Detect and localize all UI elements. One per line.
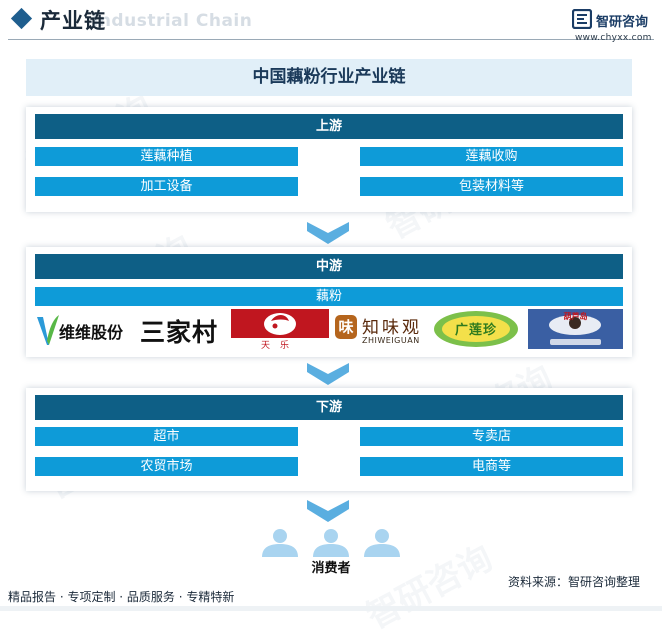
guangxin-brand-name: 广莲珍	[454, 323, 497, 338]
logo-mark-icon	[572, 9, 592, 29]
sanjia-brand-name: 三家村	[140, 318, 219, 347]
upstream-item: 加工设备	[35, 177, 298, 196]
sanjia-brand-logo: 三家村	[138, 309, 226, 349]
upstream-header: 上游	[35, 114, 623, 139]
tianle-emblem-icon	[231, 311, 329, 349]
header-divider	[8, 39, 654, 40]
portrait-emblem-icon	[528, 309, 623, 349]
downstream-item: 农贸市场	[35, 457, 298, 476]
downstream-panel: 下游 超市 专卖店 农贸市场 电商等	[26, 388, 632, 491]
logo-url: www.chyxx.com	[575, 33, 652, 43]
zhiwei-mark: 味	[335, 315, 357, 339]
down-arrow-icon	[307, 363, 349, 385]
weiwei-brand-logo: 维维股份	[35, 309, 133, 349]
weiwei-brand-name: 维维股份	[59, 323, 124, 342]
header-ghost-text: Industrial Chain	[92, 11, 253, 31]
lotus-emblem-icon	[434, 311, 518, 347]
midstream-header: 中游	[35, 254, 623, 279]
page-title: 产业链	[40, 9, 106, 33]
tianle-brand-logo: 天乐	[231, 309, 329, 351]
downstream-item: 超市	[35, 427, 298, 446]
footer-slogan: 精品报告 · 专项定制 · 品质服务 · 专精特新	[8, 590, 235, 604]
downstream-item: 电商等	[360, 457, 623, 476]
zhiwei-brand-name: 知味观	[362, 318, 422, 338]
footer-divider	[0, 606, 662, 611]
source-note: 资料来源：智研咨询整理	[508, 575, 641, 589]
down-arrow-icon	[307, 222, 349, 244]
consumer-group-icon	[262, 529, 400, 557]
down-arrow-icon	[307, 500, 349, 522]
midstream-product: 藕粉	[35, 287, 623, 306]
diagram-title: 中国藕粉行业产业链	[26, 59, 632, 96]
upstream-item: 莲藕收购	[360, 147, 623, 166]
downstream-item: 专卖店	[360, 427, 623, 446]
upstream-item: 莲藕种植	[35, 147, 298, 166]
consumer-label: 消费者	[311, 561, 351, 576]
downstream-header: 下游	[35, 395, 623, 420]
page-header: Industrial Chain 产业链 智研咨询 www.chyxx.com	[0, 0, 662, 43]
logo-name: 智研咨询	[596, 15, 649, 30]
diamond-icon	[10, 7, 33, 30]
upstream-panel: 上游 莲藕种植 莲藕收购 加工设备 包装材料等	[26, 107, 632, 212]
hudou-brand-logo: 葫芦岛	[528, 309, 623, 349]
upstream-item: 包装材料等	[360, 177, 623, 196]
guangxin-brand-logo: 广莲珍	[432, 309, 520, 349]
zhiwei-brand-en: ZHIWEIGUAN	[362, 336, 420, 345]
tianle-brand-name: 天乐	[260, 341, 299, 351]
hudou-brand-name: 葫芦岛	[563, 312, 588, 321]
leaf-v-icon	[37, 315, 59, 345]
zhiwei-brand-logo: 味 知味观 ZHIWEIGUAN	[333, 309, 428, 349]
zhiwei-mark-text: 味	[338, 318, 354, 336]
